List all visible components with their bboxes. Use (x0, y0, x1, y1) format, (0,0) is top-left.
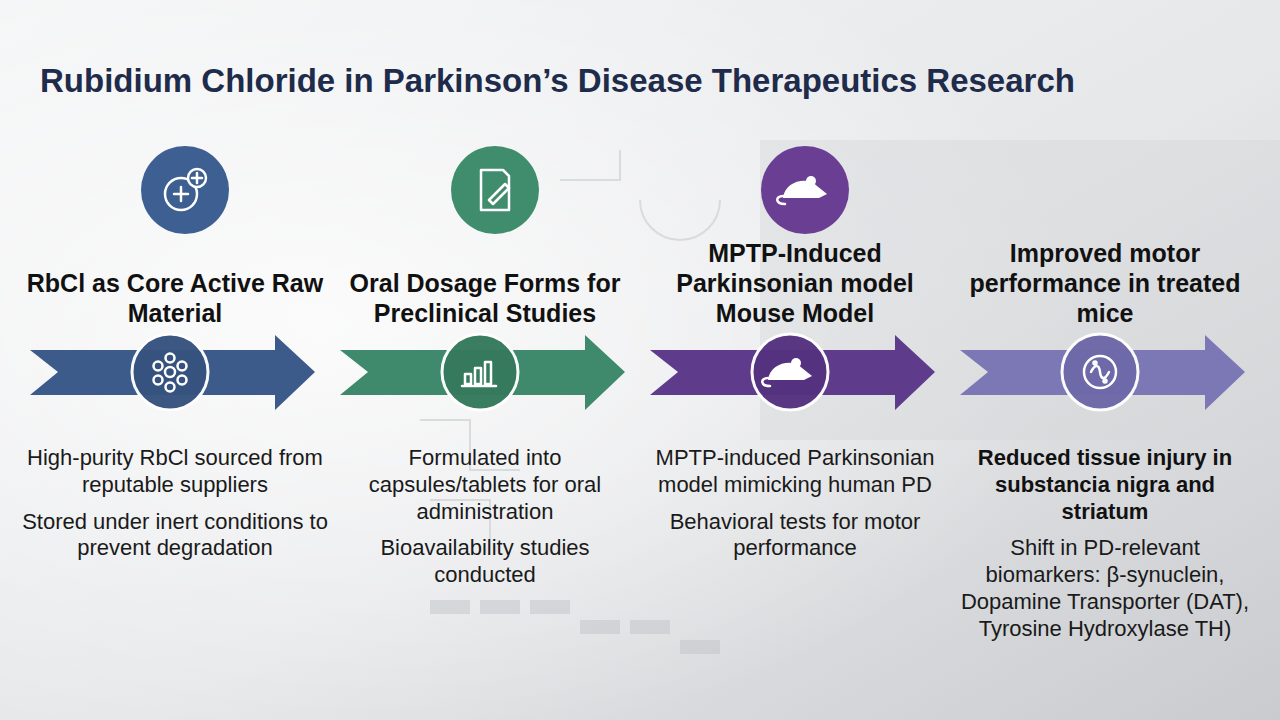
step-body: Reduced tissue injury in substancia nigr… (950, 445, 1260, 653)
stage-column: Improved motor performance in treated mi… (955, 140, 1255, 715)
step-text: Reduced tissue injury in substancia nigr… (950, 445, 1260, 525)
step-body: Formulated into capsules/tablets for ora… (330, 445, 640, 599)
step-text: Shift in PD-relevant biomarkers: β-synuc… (950, 535, 1260, 642)
top-disc (451, 146, 539, 234)
title: Rubidium Chloride in Parkinson’s Disease… (40, 62, 1075, 100)
step-text: MPTP-induced Parkinsonian model mimickin… (640, 445, 950, 499)
arrow-band (335, 140, 635, 715)
band-arrow (960, 335, 1245, 410)
step-heading: Improved motor performance in treated mi… (945, 238, 1265, 328)
band-disc (752, 334, 828, 410)
band-arrow (340, 335, 625, 410)
stage-column: Oral Dosage Forms for Preclinical Studie… (335, 140, 635, 715)
step-heading: RbCl as Core Active Raw Material (15, 268, 335, 328)
top-disc (761, 146, 849, 234)
arrow-band (25, 140, 325, 715)
band-disc (442, 334, 518, 410)
band-disc (132, 334, 208, 410)
step-heading: MPTP-Induced Parkinsonian model Mouse Mo… (635, 238, 955, 328)
step-text: Behavioral tests for motor performance (640, 509, 950, 563)
arrow-band (645, 140, 945, 715)
band-disc (1062, 334, 1138, 410)
step-body: High-purity RbCl sourced from reputable … (20, 445, 330, 572)
band-arrow (650, 335, 935, 410)
step-text: Stored under inert conditions to prevent… (20, 509, 330, 563)
stage-column: RbCl as Core Active Raw MaterialHigh-pur… (25, 140, 325, 715)
step-text: Bioavailability studies conducted (330, 535, 640, 589)
stage-column: MPTP-Induced Parkinsonian model Mouse Mo… (645, 140, 945, 715)
step-body: MPTP-induced Parkinsonian model mimickin… (640, 445, 950, 572)
floor-grid (430, 600, 720, 654)
band-arrow (30, 335, 315, 410)
step-heading: Oral Dosage Forms for Preclinical Studie… (325, 268, 645, 328)
top-disc (141, 146, 229, 234)
step-text: Formulated into capsules/tablets for ora… (330, 445, 640, 525)
step-text: High-purity RbCl sourced from reputable … (20, 445, 330, 499)
